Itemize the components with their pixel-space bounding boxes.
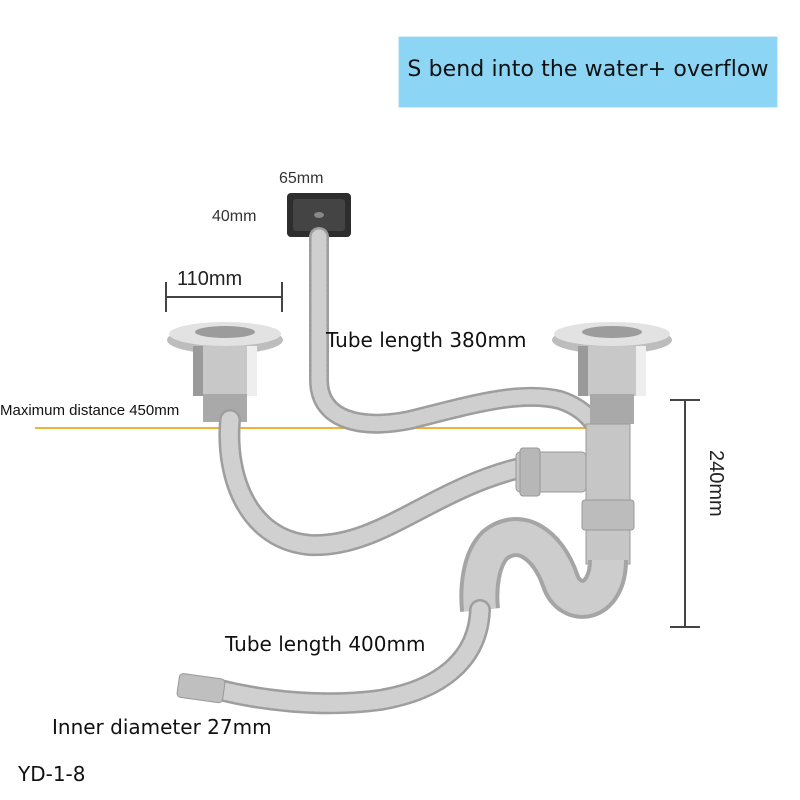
max-distance-label: Maximum distance 450mm bbox=[0, 402, 180, 419]
tailpiece bbox=[585, 423, 631, 565]
tailpiece-nut bbox=[581, 499, 635, 531]
trap-height-label: 240mm bbox=[705, 450, 727, 517]
right-basket-strainer bbox=[552, 322, 672, 424]
strainer-dimension-bracket bbox=[165, 282, 283, 312]
left-connecting-hose bbox=[220, 411, 529, 554]
strainer-diameter-label: 110mm bbox=[177, 268, 243, 290]
inner-diameter-label: Inner diameter 27mm bbox=[52, 715, 272, 739]
left-basket-strainer bbox=[167, 322, 283, 422]
hose-outlet-end bbox=[176, 673, 226, 704]
upper-tube-length-label: Tube length 380mm bbox=[326, 328, 527, 352]
lower-tube-length-label: Tube length 400mm bbox=[225, 632, 426, 656]
overflow-height-label: 40mm bbox=[212, 208, 257, 225]
tee-nut bbox=[519, 447, 541, 497]
trap-height-bracket bbox=[670, 399, 700, 628]
overflow-plate bbox=[287, 193, 351, 237]
overflow-tube bbox=[311, 229, 613, 458]
overflow-width-label: 65mm bbox=[279, 170, 324, 187]
s-trap-bend bbox=[463, 521, 624, 615]
model-number-label: YD-1-8 bbox=[18, 762, 86, 786]
banner-title: S bend into the water+ overflow bbox=[407, 57, 769, 82]
lower-outlet-hose bbox=[211, 601, 489, 712]
title-banner: S bend into the water+ overflow bbox=[398, 36, 778, 108]
